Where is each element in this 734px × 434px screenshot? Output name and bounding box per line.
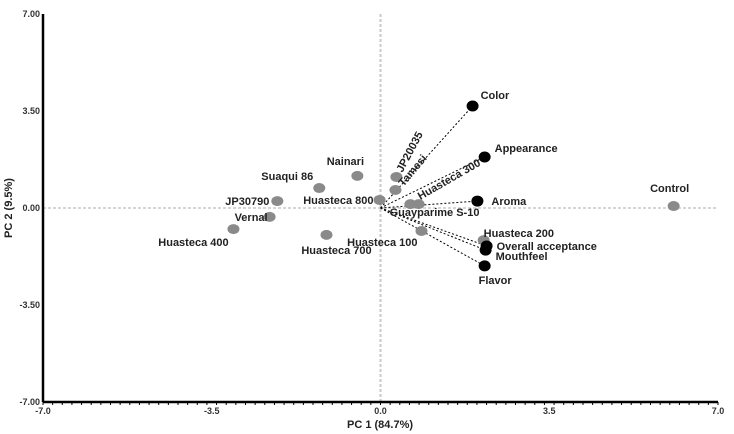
sample-point <box>271 196 284 207</box>
attribute-label: Color <box>481 90 510 102</box>
sample-point <box>390 171 403 182</box>
x-tick-label: 3.5 <box>543 406 556 416</box>
sample-label: JP30790 <box>225 196 269 208</box>
y-tick-label: 0.00 <box>22 203 40 213</box>
sample-point <box>415 226 428 237</box>
sample-point <box>389 184 402 195</box>
y-tick-label: -3.50 <box>19 300 40 310</box>
sample-point <box>263 211 276 222</box>
sample-label: Vernal <box>235 212 268 224</box>
sample-point <box>373 194 386 205</box>
sample-label: Nainari <box>327 156 364 168</box>
sample-point <box>412 199 425 210</box>
x-axis-title: PC 1 (84.7%) <box>347 419 413 431</box>
x-tick-label: -7.0 <box>35 406 51 416</box>
sample-label: Guayparime S-10 <box>390 207 480 219</box>
attribute-vector <box>380 200 478 209</box>
sample-label: Huasteca 700 <box>301 245 371 257</box>
sample-point <box>227 224 240 235</box>
sample-point <box>313 183 326 194</box>
attribute-point <box>479 244 492 256</box>
attribute-vector <box>380 156 485 209</box>
attribute-label: Appearance <box>495 143 558 155</box>
attribute-point <box>466 100 479 112</box>
y-axis-title: PC 2 (9.5%) <box>3 178 15 238</box>
attribute-label: Flavor <box>479 275 513 287</box>
x-tick-label: 0.0 <box>374 406 387 416</box>
sample-point <box>320 229 333 240</box>
sample-label: Control <box>650 183 689 195</box>
attribute-label: Aroma <box>491 196 527 208</box>
attribute-point <box>478 260 491 272</box>
sample-label: Huasteca 400 <box>158 237 228 249</box>
attribute-vector <box>380 207 486 251</box>
attribute-label: Overall acceptance <box>497 241 597 253</box>
sample-point <box>404 199 417 210</box>
sample-label: Huasteca 800 <box>303 195 373 207</box>
sample-point <box>351 170 364 181</box>
attribute-vector <box>380 105 473 209</box>
sample-label: Suaqui 86 <box>261 171 313 183</box>
attribute-label: Mouthfeel <box>496 251 548 263</box>
sample-label: Huasteca 100 <box>347 237 417 249</box>
x-tick-label: -3.5 <box>204 406 220 416</box>
attribute-point <box>478 151 491 163</box>
x-tick-label: 7.0 <box>712 406 725 416</box>
sample-label: Huasteca 200 <box>484 228 554 240</box>
attribute-point <box>471 195 484 207</box>
attribute-vector <box>380 207 487 247</box>
y-tick-label: -7.00 <box>19 397 40 407</box>
y-tick-label: 3.50 <box>22 106 40 116</box>
y-tick-label: 7.00 <box>22 9 40 19</box>
sample-point <box>667 201 680 212</box>
